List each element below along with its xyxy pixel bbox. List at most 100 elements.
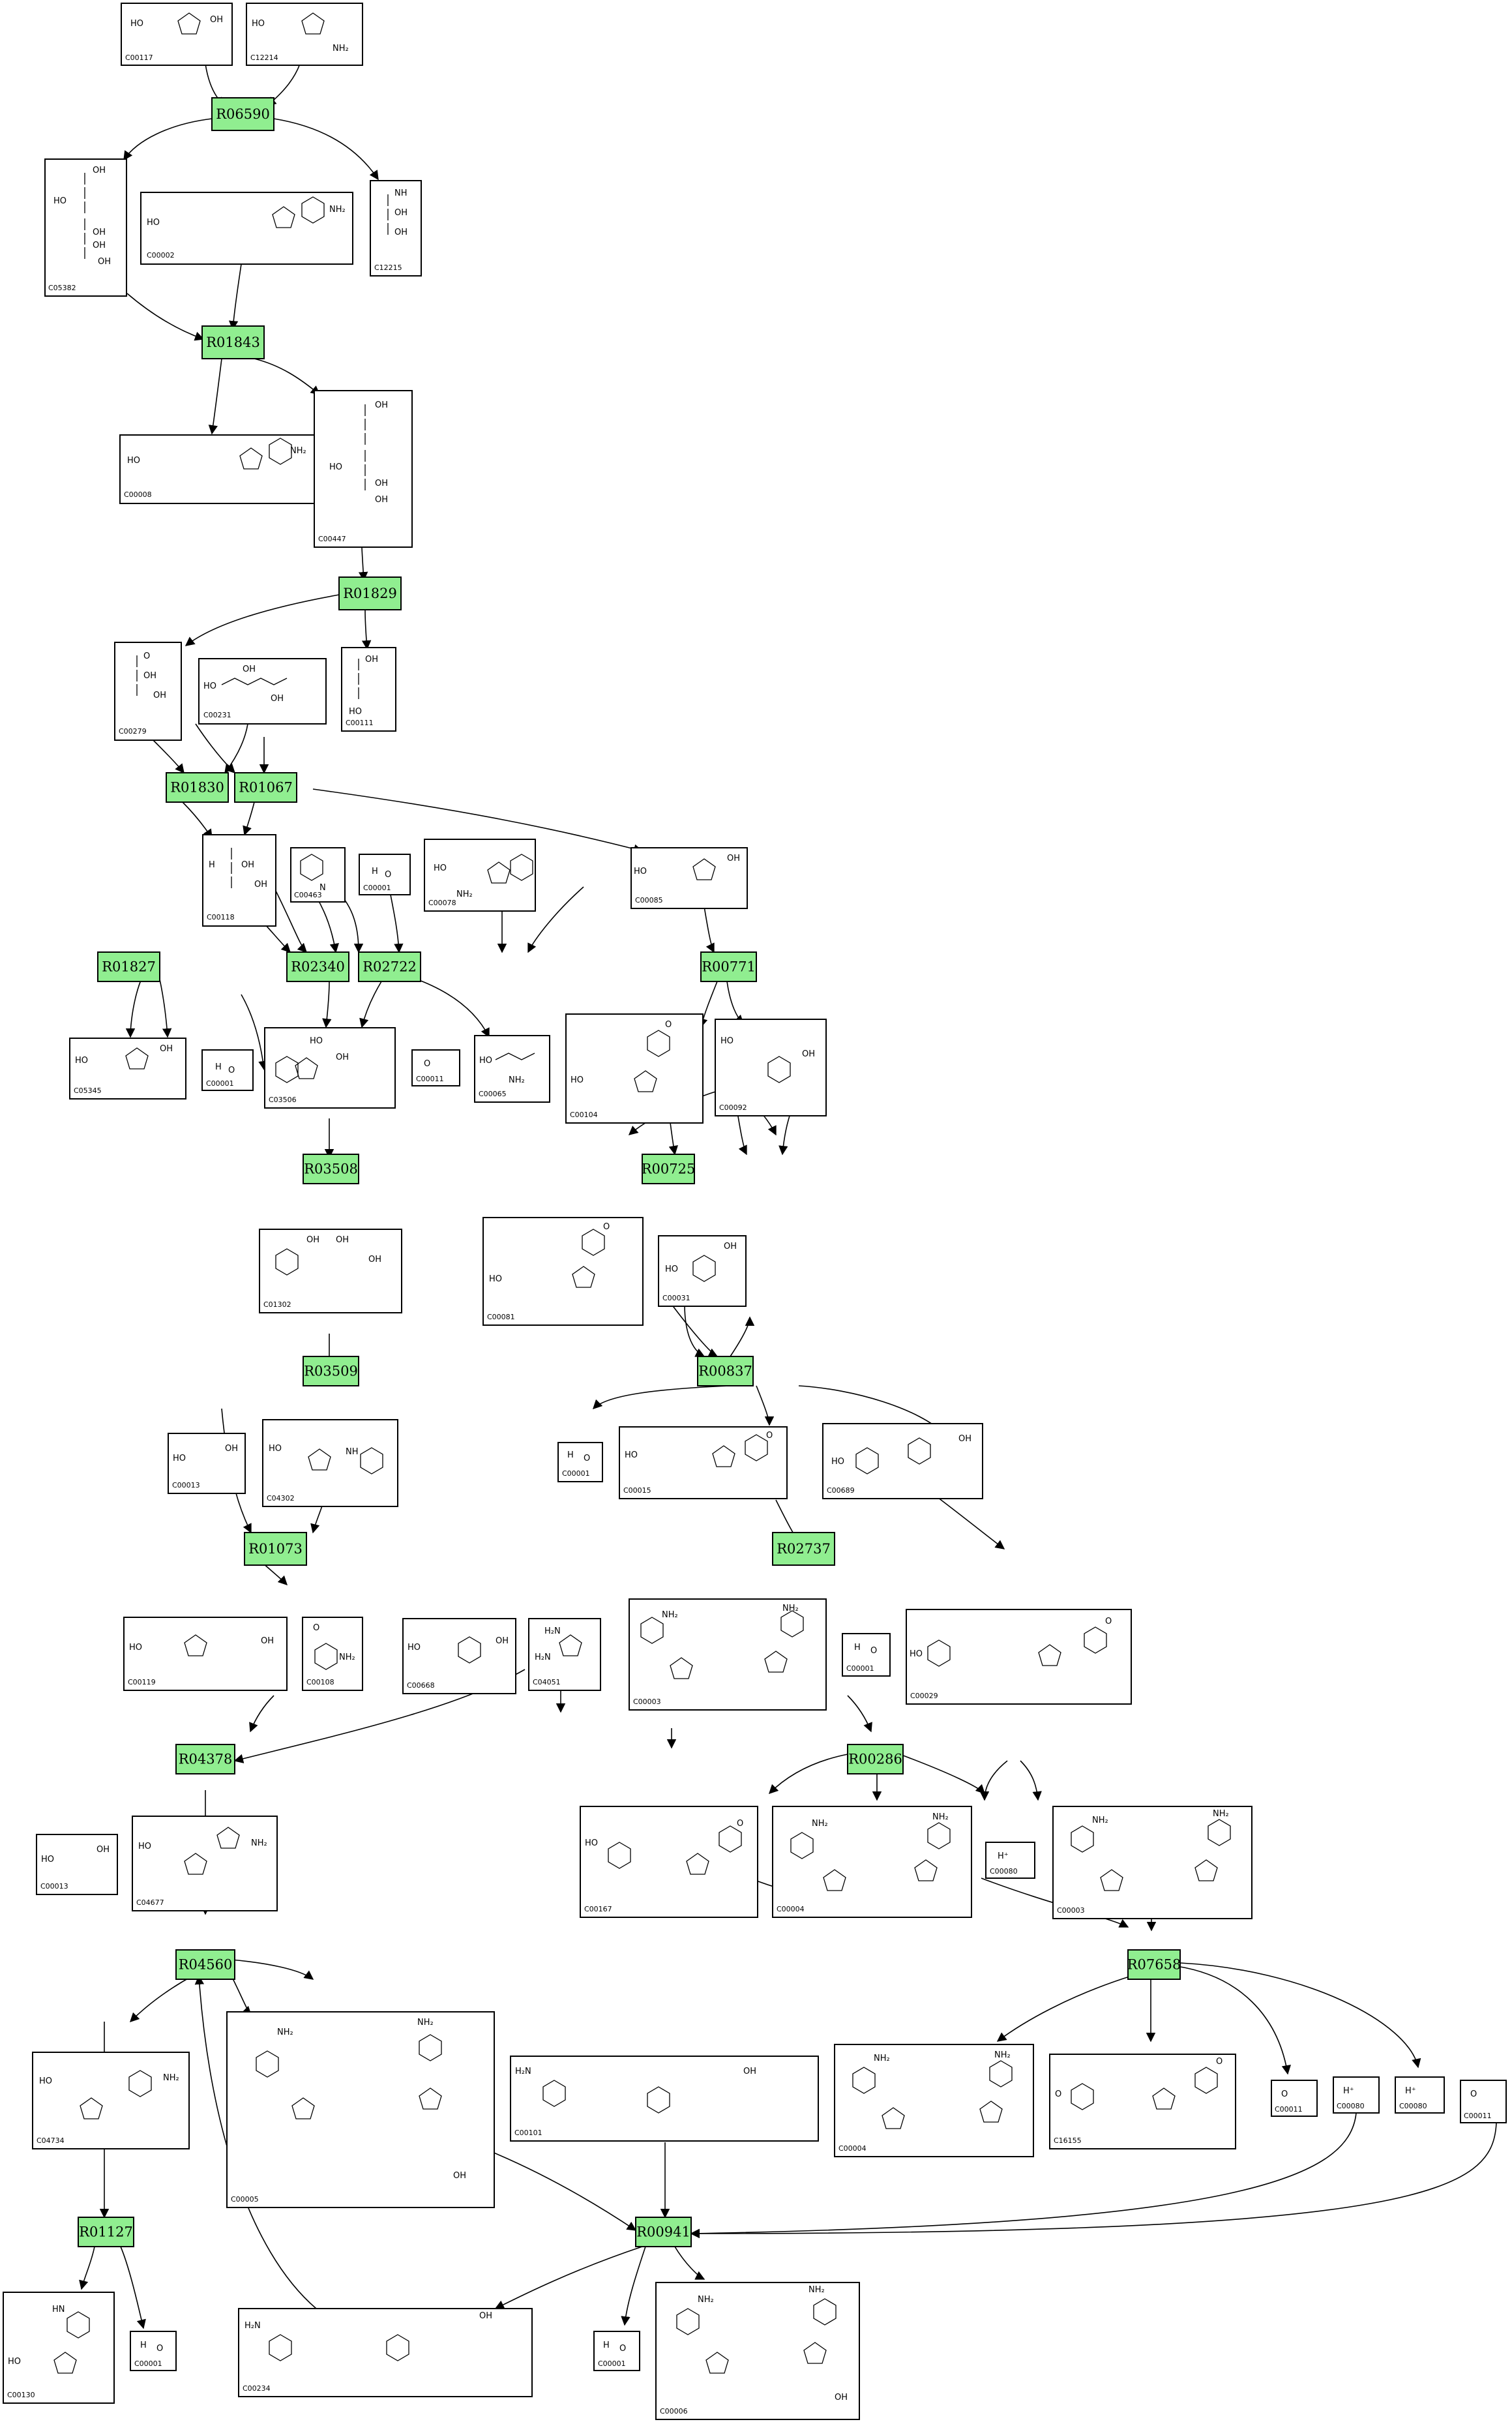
compound-c12214[interactable]: HO NH₂ C12214: [246, 3, 363, 66]
compound-c00078[interactable]: HO NH₂ C00078: [424, 839, 536, 912]
compound-c00130[interactable]: HO HN C00130: [3, 2292, 115, 2404]
reaction-r01843[interactable]: R01843: [201, 325, 265, 359]
compound-id: C00279: [119, 727, 147, 736]
compound-id: C00234: [243, 2384, 271, 2393]
compound-c00005[interactable]: NH₂ NH₂ OH C00005: [226, 2011, 495, 2208]
compound-c00101[interactable]: H₂N OH C00101: [510, 2056, 819, 2142]
atom-label: O: [424, 1059, 430, 1069]
atom-label: HO: [130, 19, 143, 29]
atom-label: O: [156, 2344, 163, 2354]
compound-c00003-b[interactable]: NH₂ NH₂ C00003: [1052, 1806, 1253, 1919]
compound-c00111[interactable]: OH HO C00111: [341, 647, 396, 732]
compound-c00119[interactable]: HO OH C00119: [123, 1617, 288, 1691]
reaction-r03508[interactable]: R03508: [303, 1154, 359, 1184]
compound-c00231[interactable]: HO OH OH C00231: [198, 658, 327, 725]
compound-c04677[interactable]: HO NH₂ C04677: [132, 1816, 278, 1911]
reaction-r01073[interactable]: R01073: [244, 1532, 307, 1566]
compound-c00001-e[interactable]: H O C00001: [130, 2331, 177, 2371]
atom-label: O: [766, 1431, 773, 1441]
compound-c00092[interactable]: HO OH C00092: [715, 1019, 827, 1116]
reaction-r06590[interactable]: R06590: [211, 97, 274, 131]
reaction-r00837[interactable]: R00837: [697, 1356, 754, 1386]
compound-c00013-a[interactable]: HO OH C00013: [168, 1433, 246, 1494]
compound-id: C00689: [827, 1486, 855, 1495]
reaction-r02722[interactable]: R02722: [358, 951, 421, 982]
atom-label: O: [143, 651, 150, 661]
compound-c00004-b[interactable]: NH₂ NH₂ C00004: [834, 2044, 1034, 2157]
compound-c00008[interactable]: HO NH₂ C00008: [119, 434, 342, 504]
compound-c00003-a[interactable]: NH₂ NH₂ C00003: [629, 1598, 827, 1711]
compound-c04051[interactable]: H₂N H₂N C04051: [528, 1618, 601, 1691]
compound-c00080-c[interactable]: H⁺ C00080: [1395, 2076, 1445, 2114]
compound-id: C04051: [533, 1678, 561, 1686]
reaction-r03509[interactable]: R03509: [303, 1356, 359, 1386]
compound-c00689[interactable]: HO OH C00689: [822, 1423, 983, 1499]
reaction-r02737[interactable]: R02737: [772, 1532, 835, 1566]
compound-c00013-b[interactable]: HO OH C00013: [36, 1834, 118, 1895]
compound-c00104[interactable]: HO O C00104: [565, 1013, 704, 1124]
compound-c00447[interactable]: OH HO OH OH C00447: [314, 390, 413, 548]
reaction-r07658[interactable]: R07658: [1127, 1949, 1181, 1980]
compound-id: C00108: [306, 1678, 334, 1686]
compound-c00108[interactable]: O NH₂ C00108: [302, 1617, 363, 1691]
compound-c12215[interactable]: NH OH OH C12215: [370, 180, 422, 277]
atom-label: OH: [394, 228, 408, 237]
compound-c00011-c[interactable]: O C00011: [1460, 2080, 1507, 2123]
reaction-r00941[interactable]: R00941: [635, 2217, 692, 2247]
reaction-r04378[interactable]: R04378: [175, 1744, 235, 1774]
reaction-label: R03509: [304, 1364, 358, 1379]
reaction-r01829[interactable]: R01829: [338, 576, 402, 610]
compound-c04734[interactable]: HO NH₂ C04734: [32, 2052, 190, 2149]
compound-c00118[interactable]: H OH OH C00118: [202, 834, 276, 927]
compound-c00002[interactable]: HO NH₂ C00002: [140, 192, 353, 265]
reaction-r00771[interactable]: R00771: [700, 951, 757, 982]
compound-c00001-d[interactable]: H O C00001: [842, 1633, 891, 1677]
atom-label: OH: [958, 1434, 971, 1444]
compound-id: C00118: [207, 913, 235, 921]
compound-c00167[interactable]: HO O C00167: [580, 1806, 758, 1918]
compound-c00031[interactable]: HO OH C00031: [658, 1235, 747, 1307]
atom-label: H⁺: [998, 1851, 1009, 1861]
compound-c16155[interactable]: O O C16155: [1049, 2054, 1236, 2149]
compound-c00015[interactable]: HO O C00015: [619, 1426, 788, 1499]
compound-id: C00001: [598, 2359, 626, 2368]
reaction-r02340[interactable]: R02340: [286, 951, 349, 982]
compound-c00011-b[interactable]: O C00011: [1271, 2080, 1318, 2117]
compound-c03506[interactable]: HO OH C03506: [264, 1027, 396, 1109]
compound-c00080-a[interactable]: H⁺ C00080: [985, 1842, 1035, 1879]
compound-c00029[interactable]: HO O C00029: [906, 1609, 1132, 1705]
reaction-r01830[interactable]: R01830: [166, 772, 229, 803]
reaction-r01827[interactable]: R01827: [97, 951, 160, 982]
atom-label: OH: [394, 208, 408, 218]
atom-label: HO: [310, 1036, 323, 1046]
compound-c00004-a[interactable]: NH₂ NH₂ C00004: [772, 1806, 972, 1918]
reaction-r01127[interactable]: R01127: [78, 2217, 134, 2247]
compound-c05345[interactable]: HO OH C05345: [69, 1038, 186, 1100]
reaction-r00725[interactable]: R00725: [642, 1154, 696, 1184]
compound-c00117[interactable]: HO OH C00117: [121, 3, 233, 66]
reaction-r01067[interactable]: R01067: [234, 772, 297, 803]
compound-c00081[interactable]: HO O C00081: [482, 1217, 644, 1326]
compound-c00001-f[interactable]: H O C00001: [593, 2331, 640, 2371]
compound-c04302[interactable]: HO NH C04302: [262, 1419, 398, 1507]
compound-c00001-c[interactable]: H O C00001: [557, 1442, 603, 1482]
compound-c00279[interactable]: O OH OH C00279: [114, 642, 182, 741]
reaction-r04560[interactable]: R04560: [175, 1949, 235, 1980]
reaction-r00286[interactable]: R00286: [847, 1744, 904, 1774]
compound-c00668[interactable]: HO OH C00668: [402, 1618, 516, 1694]
compound-c05382[interactable]: OH HO OH OH OH C05382: [44, 158, 127, 297]
compound-c00080-b[interactable]: H⁺ C00080: [1333, 2076, 1380, 2114]
compound-c00006[interactable]: NH₂ NH₂ OH C00006: [655, 2282, 860, 2420]
compound-c00234[interactable]: H₂N OH C00234: [238, 2308, 533, 2397]
compound-c00001-a[interactable]: H O C00001: [359, 854, 411, 895]
compound-c00085[interactable]: HO OH C00085: [630, 847, 748, 909]
compound-c01302[interactable]: OH OH OH C01302: [259, 1229, 402, 1313]
atom-label: O: [228, 1066, 235, 1075]
compound-c00463[interactable]: N C00463: [290, 847, 346, 903]
atom-label: HO: [329, 462, 342, 472]
compound-c00001-b[interactable]: H O C00001: [201, 1049, 254, 1091]
compound-c00065[interactable]: HO NH₂ C00065: [474, 1035, 550, 1103]
reaction-label: R06590: [216, 106, 270, 122]
atom-label: OH: [743, 2067, 756, 2076]
compound-c00011-a[interactable]: O C00011: [411, 1049, 460, 1086]
